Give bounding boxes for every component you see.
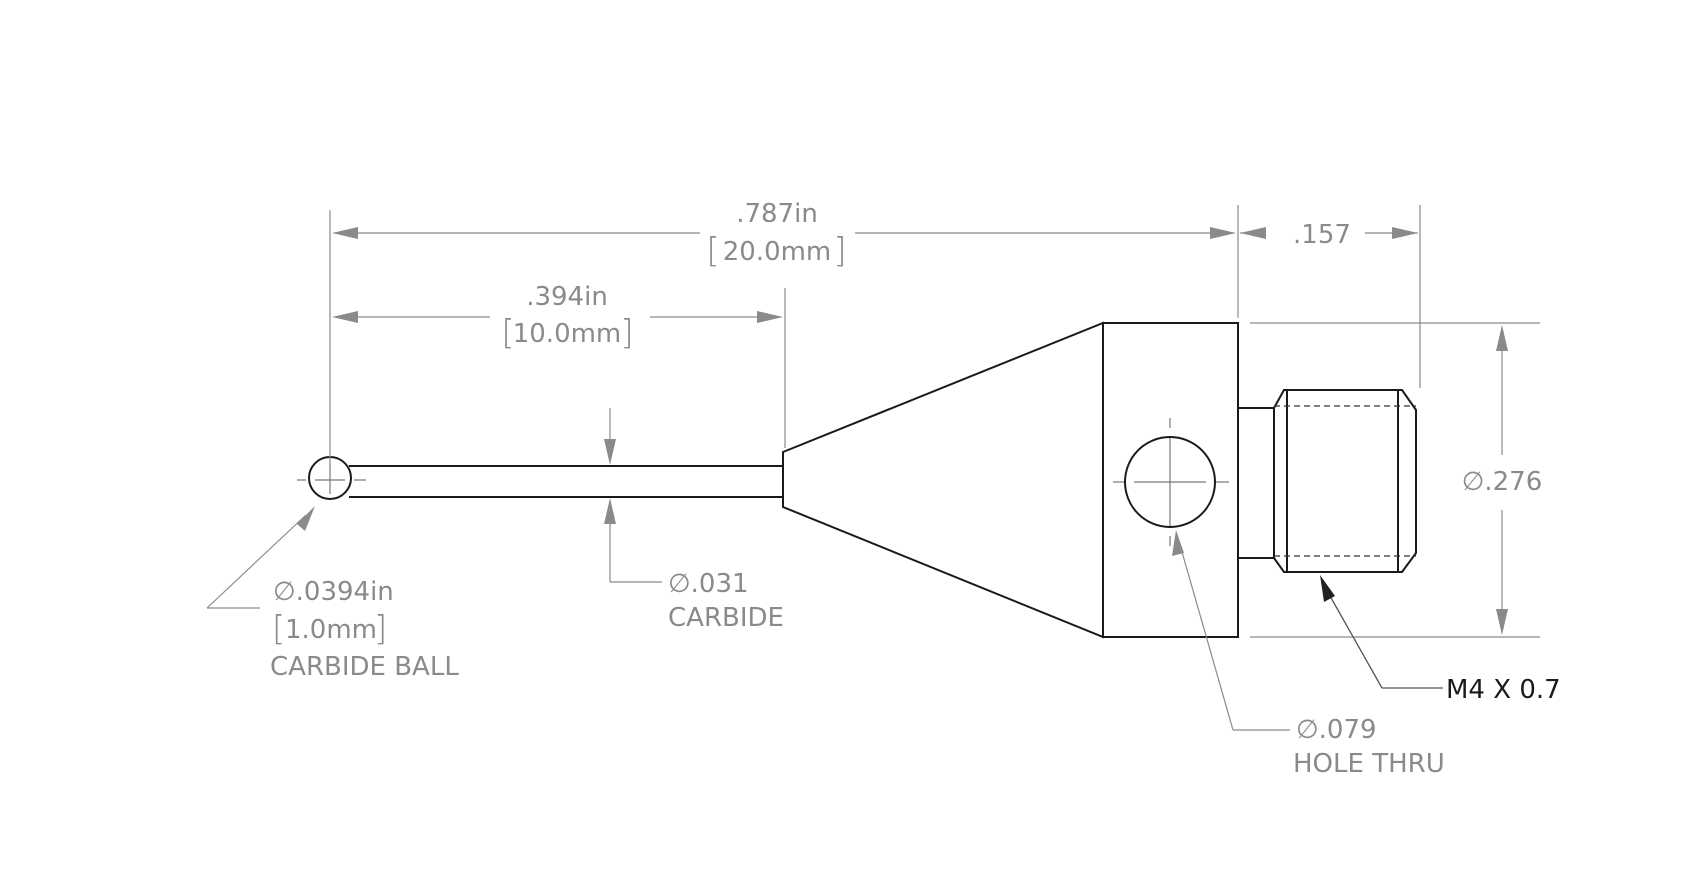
dim-stem-mm: 10.0mm (513, 319, 622, 349)
callout-stem-dia: ∅.031 (668, 569, 749, 599)
svg-text:[: [ (706, 231, 719, 271)
dim-stem-diameter: ∅.031 CARBIDE (604, 408, 784, 633)
callout-ball: ∅.0394in [ 1.0mm ] CARBIDE BALL (206, 506, 459, 682)
callout-hole: ∅.079 HOLE THRU (1172, 530, 1445, 779)
thread-neck (1237, 407, 1275, 559)
callout-ball-dia: ∅.0394in (273, 577, 394, 607)
svg-text:[: [ (501, 313, 514, 353)
svg-text:]: ] (620, 313, 633, 353)
dim-body-diameter-text: ∅.276 (1462, 467, 1543, 497)
dim-stem-in: .394in (526, 282, 608, 312)
dim-overall-in: .787in (736, 199, 818, 229)
dim-overall-mm: 20.0mm (723, 237, 832, 267)
callout-hole-dia: ∅.079 (1296, 715, 1377, 745)
cross-hole (1124, 436, 1216, 528)
dim-overall: .787in [ 20.0mm ] (332, 199, 1236, 271)
callout-thread-text: M4 X 0.7 (1446, 675, 1561, 705)
callout-stem-material: CARBIDE (668, 603, 784, 633)
cone-body (782, 321, 1104, 639)
callout-ball-mm: 1.0mm (285, 615, 377, 645)
dim-body-diameter: ∅.276 (1462, 325, 1543, 635)
svg-text:]: ] (374, 609, 387, 649)
callout-ball-material: CARBIDE BALL (270, 652, 459, 682)
dim-thread-length: .157 (1240, 220, 1418, 250)
part-outline (308, 321, 1417, 639)
svg-text:]: ] (833, 231, 846, 271)
dim-thread-length-text: .157 (1293, 220, 1351, 250)
svg-text:[: [ (272, 609, 285, 649)
dim-stem: .394in [ 10.0mm ] (332, 282, 783, 353)
center-marks (297, 418, 1229, 546)
thread-section (1273, 389, 1417, 573)
callout-hole-note: HOLE THRU (1293, 749, 1445, 779)
callout-thread: M4 X 0.7 (1320, 575, 1561, 705)
extension-lines (329, 205, 1540, 638)
